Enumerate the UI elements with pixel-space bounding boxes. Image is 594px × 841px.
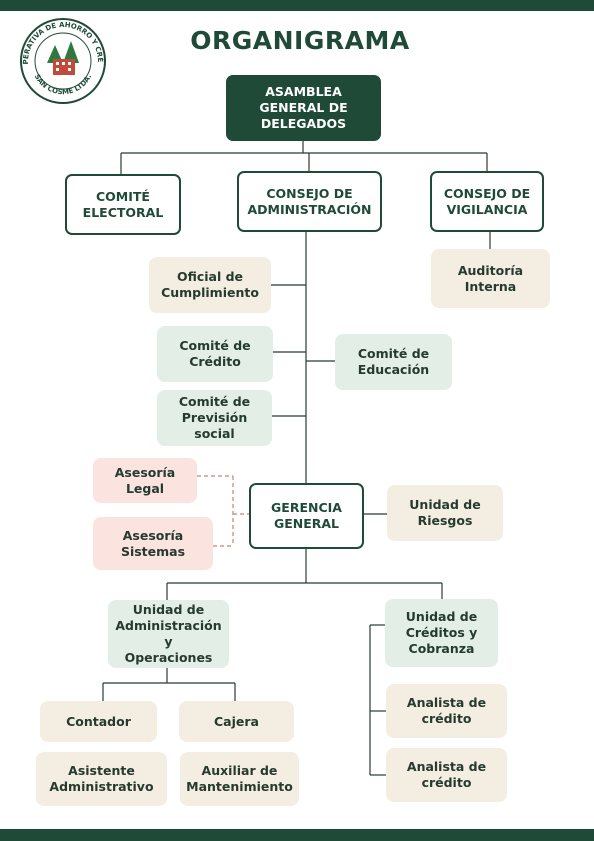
node-consejo-vigilancia: CONSEJO DE VIGILANCIA: [430, 171, 544, 232]
node-oficial-cumplimiento: Oficial de Cumplimiento: [149, 257, 271, 313]
node-asistente-administrativo: Asistente Administrativo: [36, 752, 167, 806]
cooperative-logo: COOPERATIVA DE AHORRO Y CRÉDITO SAN COSM…: [15, 15, 106, 104]
node-comite-prevision-social: Comité de Previsión social: [157, 390, 272, 446]
node-auditoria-interna: Auditoría Interna: [431, 249, 550, 308]
node-analista-credito-2: Analista de crédito: [386, 748, 507, 802]
node-asesoria-sistemas: Asesoría Sistemas: [93, 517, 213, 570]
node-analista-credito-1: Analista de crédito: [386, 684, 507, 738]
bottom-border-bar: [0, 829, 594, 841]
node-comite-credito: Comité de Crédito: [157, 326, 273, 382]
node-unidad-riesgos: Unidad de Riesgos: [387, 485, 503, 541]
node-asesoria-legal: Asesoría Legal: [93, 458, 197, 503]
node-asamblea-general: ASAMBLEA GENERAL DE DELEGADOS: [226, 75, 381, 141]
node-auxiliar-mantenimiento: Auxiliar de Mantenimiento: [180, 752, 299, 806]
node-contador: Contador: [40, 701, 157, 742]
node-unidad-administracion-operaciones: Unidad de Administración y Operaciones: [108, 600, 229, 668]
node-gerencia-general: GERENCIA GENERAL: [249, 483, 364, 549]
node-cajera: Cajera: [179, 701, 294, 742]
page-title: ORGANIGRAMA: [190, 26, 410, 55]
node-consejo-administracion: CONSEJO DE ADMINISTRACIÓN: [237, 171, 382, 232]
node-unidad-creditos-cobranza: Unidad de Créditos y Cobranza: [385, 599, 498, 667]
node-comite-educacion: Comité de Educación: [335, 334, 452, 390]
top-border-bar: [0, 0, 594, 11]
node-comite-electoral: COMITÉ ELECTORAL: [65, 174, 181, 235]
